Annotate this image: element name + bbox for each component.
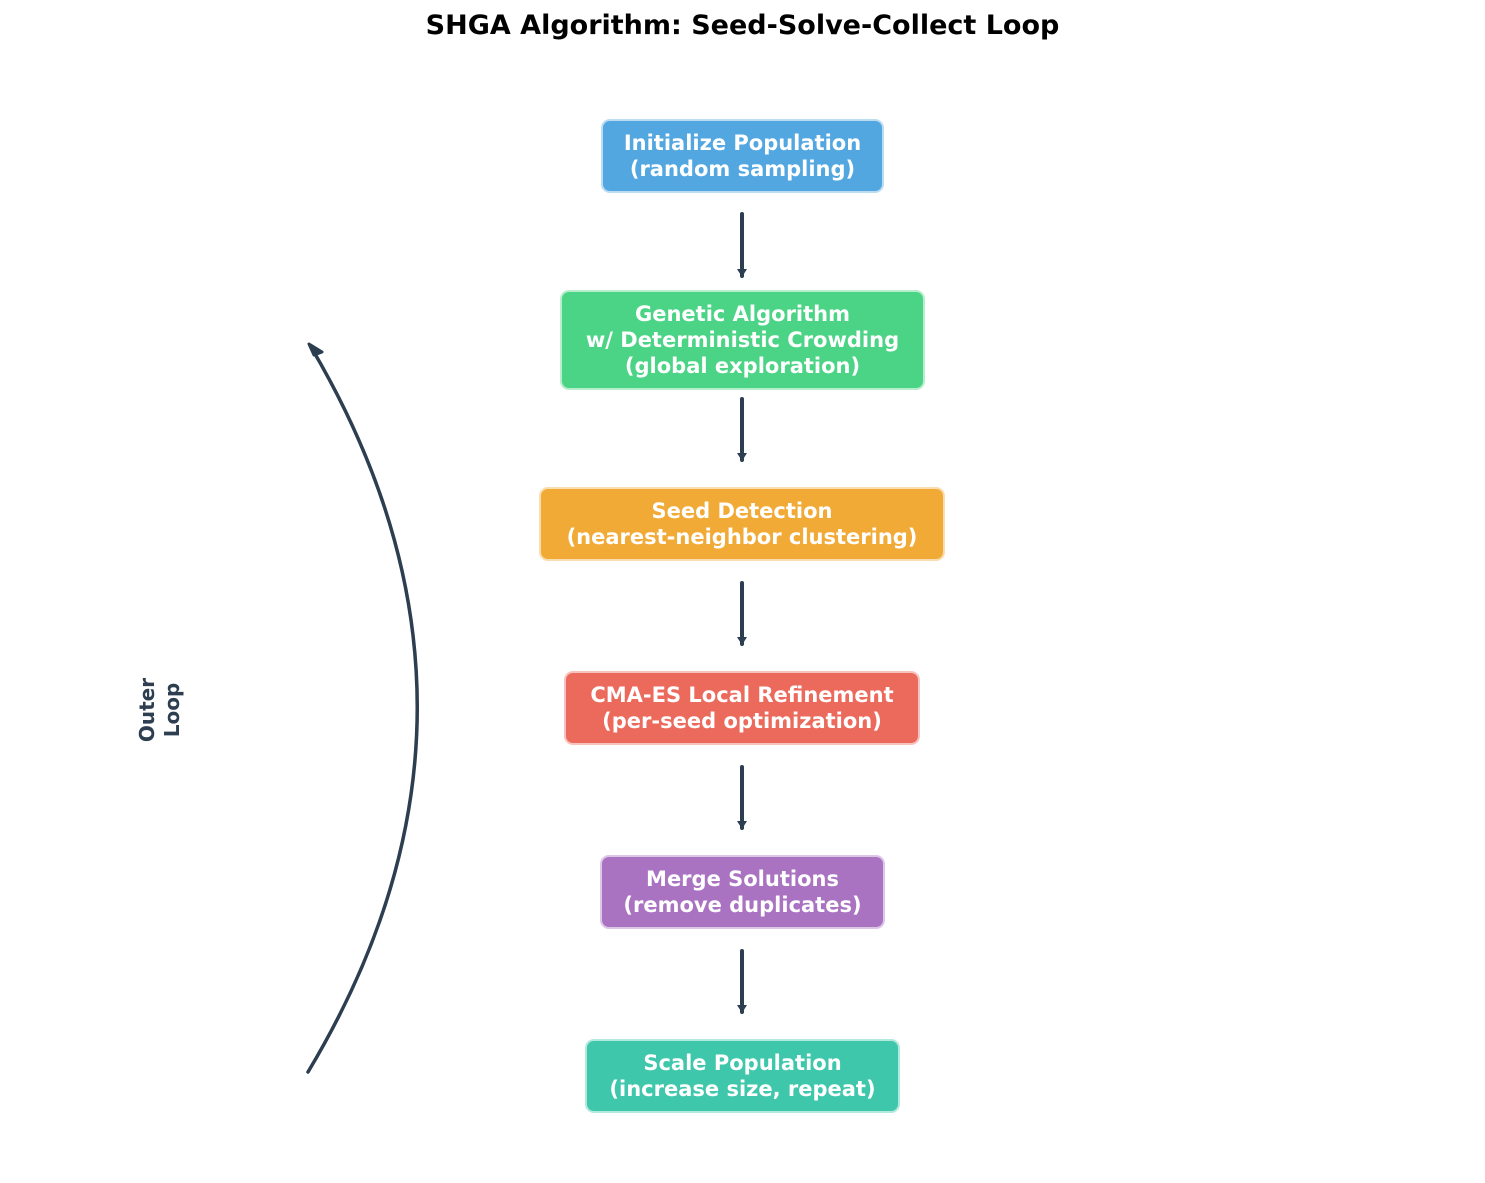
outer-loop-arrowhead — [307, 342, 324, 357]
step-genetic-algorithm: Genetic Algorithm w/ Deterministic Crowd… — [560, 290, 925, 390]
step-label-line: (increase size, repeat) — [609, 1077, 876, 1101]
step-label-line: Scale Population — [643, 1051, 842, 1075]
step-label-line: (random sampling) — [629, 157, 856, 181]
step-initialize-population: Initialize Population (random sampling) — [601, 119, 884, 193]
loop-label-line: Outer — [135, 677, 159, 743]
step-seed-detection: Seed Detection (nearest-neighbor cluster… — [539, 487, 945, 561]
step-label-line: Initialize Population — [623, 131, 862, 155]
step-label-line: w/ Deterministic Crowding — [585, 328, 900, 352]
step-label-line: (global exploration) — [624, 354, 861, 378]
diagram-title: SHGA Algorithm: Seed-Solve-Collect Loop — [425, 10, 1060, 41]
outer-loop-label: Outer Loop — [135, 678, 185, 742]
loop-label-line: Loop — [160, 682, 184, 738]
step-label-line: Genetic Algorithm — [634, 302, 850, 326]
step-cma-es-refinement: CMA-ES Local Refinement (per-seed optimi… — [564, 671, 920, 745]
step-label-line: (remove duplicates) — [623, 893, 862, 917]
step-label-line: (per-seed optimization) — [602, 709, 882, 733]
outer-loop-arrow — [306, 345, 419, 1074]
step-scale-population: Scale Population (increase size, repeat) — [585, 1039, 900, 1113]
step-label-line: (nearest-neighbor clustering) — [566, 525, 918, 549]
step-merge-solutions: Merge Solutions (remove duplicates) — [600, 855, 885, 929]
step-label-line: Seed Detection — [651, 499, 833, 523]
step-label-line: Merge Solutions — [646, 867, 839, 891]
step-label-line: CMA-ES Local Refinement — [590, 683, 894, 707]
